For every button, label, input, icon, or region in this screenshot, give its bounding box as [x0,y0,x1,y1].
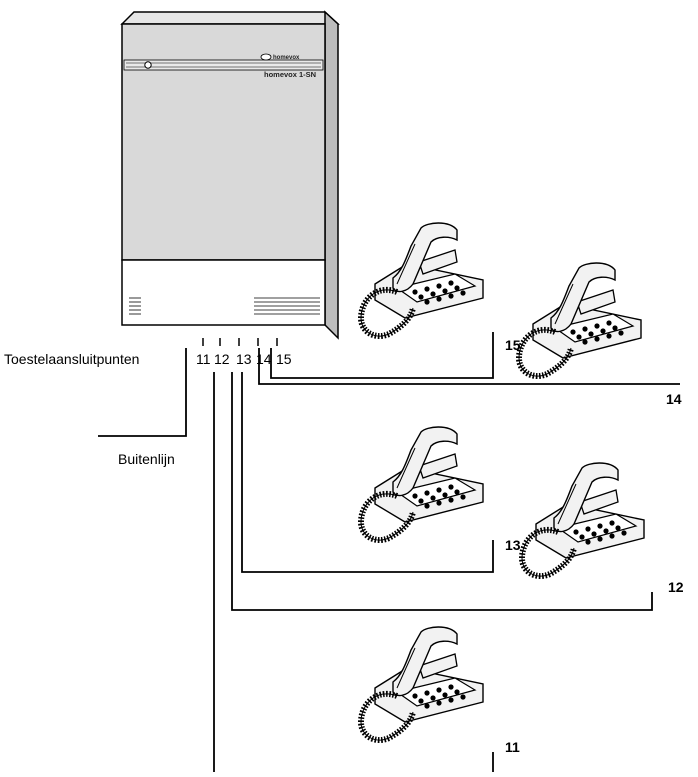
brand-top-text: homevox [273,55,300,61]
power-led-icon [144,61,152,69]
wire-extension-12 [231,372,653,611]
phone-label-15: 15 [505,337,521,353]
brand-logo-icon [260,53,272,61]
vent-left [129,297,141,315]
telephone-13 [361,427,483,540]
phone-label-12: 12 [668,579,684,595]
vent-right [254,297,320,315]
phone-label-14: 14 [666,391,682,407]
port-label-11: 11 [196,351,211,367]
wire-extension-14 [258,348,680,385]
telephone-15 [361,223,483,336]
port-label-15: 15 [276,351,292,367]
port-label-14: 14 [256,351,272,367]
port-label-12: 12 [214,351,230,367]
exchange-unit: homevox homevox 1-SN [120,10,340,340]
wire-extension-13 [241,372,494,573]
phone-label-13: 13 [505,537,521,553]
telephone-11 [361,627,483,740]
extension-points-label: Toestelaansluitpunten [4,351,139,367]
model-text: homevox 1-SN [264,70,316,79]
telephone-14 [519,263,641,376]
phone-label-11: 11 [505,739,520,755]
port-stubs [202,338,278,346]
telephone-12 [522,463,644,576]
port-label-13: 13 [236,351,252,367]
wire-extension-15 [270,332,494,379]
outside-line-wire [98,348,187,437]
outside-line-label: Buitenlijn [118,451,175,467]
